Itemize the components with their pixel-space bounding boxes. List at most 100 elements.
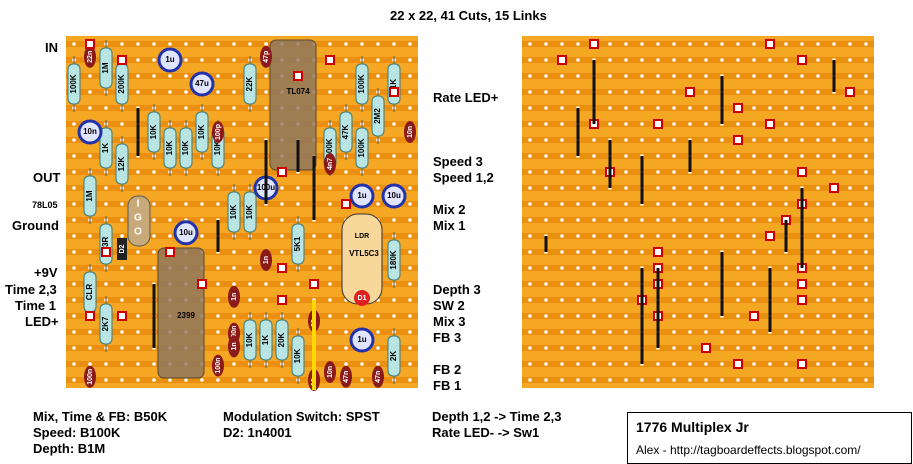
cap-value: 100n: [231, 326, 238, 342]
component-board-hole: [216, 282, 220, 286]
cut-board-hole: [592, 298, 596, 302]
component-board-hole: [408, 58, 412, 62]
cut-board-strip: [522, 121, 874, 127]
component-board-hole: [408, 74, 412, 78]
component-board-hole: [168, 42, 172, 46]
cut-board-strip: [522, 201, 874, 207]
component-board-hole: [344, 90, 348, 94]
regulator-body: [127, 195, 151, 247]
component-board-hole: [296, 202, 300, 206]
label-sw2: SW 2: [433, 298, 465, 313]
cut-board-hole: [672, 42, 676, 46]
cut-board-strip: [522, 137, 874, 143]
component-board-hole: [72, 218, 76, 222]
cut-mark: [845, 87, 855, 97]
diode-d2-label: D2: [119, 244, 126, 253]
cut-mark: [765, 231, 775, 241]
component-board-hole: [408, 106, 412, 110]
cut-board-hole: [688, 58, 692, 62]
cut-board-hole: [832, 362, 836, 366]
cut-board-hole: [752, 186, 756, 190]
cut-board-hole: [720, 186, 724, 190]
cut-board-hole: [848, 330, 852, 334]
cut-board-hole: [832, 122, 836, 126]
cut-board-hole: [640, 122, 644, 126]
cut-mark: [797, 359, 807, 369]
cap-value: 1u: [357, 191, 366, 200]
cut-board-hole: [704, 282, 708, 286]
component-board-strip: [66, 89, 418, 95]
cut-board-hole: [800, 42, 804, 46]
cut-board-hole: [704, 298, 708, 302]
cut-board-hole: [784, 202, 788, 206]
component-board-strip: [66, 297, 418, 303]
cut-board-hole: [608, 42, 612, 46]
cut-board-hole: [864, 202, 868, 206]
cut-board-hole: [560, 186, 564, 190]
cut-board-hole: [752, 218, 756, 222]
cut-board-hole: [592, 330, 596, 334]
track-cut: [197, 279, 207, 289]
component-board-hole: [152, 362, 156, 366]
cut-board-hole: [784, 42, 788, 46]
cut-board-strip: [522, 361, 874, 367]
cut-board-hole: [816, 90, 820, 94]
track-cut: [117, 311, 127, 321]
cut-board-bg: [522, 36, 874, 388]
component-board-strip: [66, 217, 418, 223]
cut-board-hole: [576, 234, 580, 238]
resistor-value: 5K1: [293, 236, 302, 251]
cut-board-hole: [688, 202, 692, 206]
cut-board-hole: [800, 314, 804, 318]
cut-board-hole: [528, 362, 532, 366]
component-board-hole: [264, 90, 268, 94]
component-board-strip: [66, 41, 418, 47]
cut-board-hole: [576, 298, 580, 302]
component-board-strip: [66, 185, 418, 191]
component-board-hole: [136, 42, 140, 46]
component-board-hole: [152, 378, 156, 382]
component-board-hole: [136, 282, 140, 286]
component-board-hole: [408, 202, 412, 206]
cut-board-hole: [576, 346, 580, 350]
cut-board-hole: [832, 106, 836, 110]
component-board-hole: [72, 234, 76, 238]
component-board-hole: [328, 266, 332, 270]
component-board-hole: [104, 282, 108, 286]
component-board-hole: [184, 90, 188, 94]
resistor-body: [99, 47, 113, 89]
cap-value: 10n: [407, 126, 414, 138]
resistor-body: [99, 303, 113, 345]
cut-board-hole: [784, 282, 788, 286]
cut-board-hole: [864, 186, 868, 190]
cut-board-strip: [522, 265, 874, 271]
cap-film: [212, 354, 224, 377]
component-board-hole: [392, 138, 396, 142]
cut-board-strip: [522, 233, 874, 239]
cut-board-hole: [768, 250, 772, 254]
cut-board-hole: [560, 282, 564, 286]
cut-board-hole: [528, 218, 532, 222]
component-board-hole: [152, 58, 156, 62]
resistor-value: 12K: [117, 156, 126, 171]
cut-board-hole: [752, 202, 756, 206]
cut-board-hole: [704, 314, 708, 318]
cut-board-hole: [688, 218, 692, 222]
component-board-hole: [376, 42, 380, 46]
cut-board-hole: [704, 90, 708, 94]
cut-board-hole: [624, 218, 628, 222]
cut-board-hole: [672, 106, 676, 110]
component-board-hole: [72, 170, 76, 174]
component-board-hole: [376, 154, 380, 158]
component-board-hole: [216, 202, 220, 206]
cap-value: 10u: [387, 191, 401, 200]
cut-board-hole: [528, 298, 532, 302]
cut-board-hole: [672, 282, 676, 286]
cap-value: 1n: [231, 342, 238, 350]
cut-board-hole: [528, 266, 532, 270]
cut-board-hole: [832, 298, 836, 302]
component-board-hole: [232, 74, 236, 78]
component-board-hole: [408, 186, 412, 190]
label-depth3: Depth 3: [433, 282, 481, 297]
component-board-hole: [200, 186, 204, 190]
